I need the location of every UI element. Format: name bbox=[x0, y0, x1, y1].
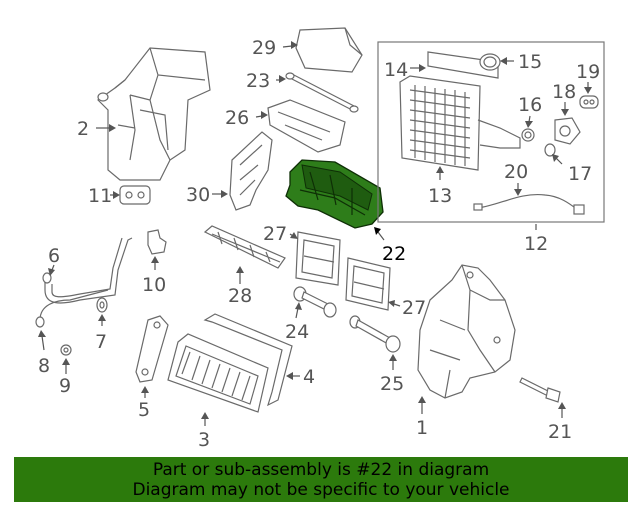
label-part-23: 23 bbox=[246, 70, 270, 92]
part-21-sensor bbox=[519, 377, 561, 403]
label-part-3: 3 bbox=[198, 429, 210, 451]
label-part-30: 30 bbox=[186, 184, 210, 206]
part-9-grommet bbox=[60, 344, 72, 356]
part-10-clip bbox=[147, 229, 167, 255]
label-part-2: 2 bbox=[77, 118, 89, 140]
label-part-1: 1 bbox=[416, 417, 428, 439]
label-part-27-upper: 27 bbox=[263, 223, 287, 245]
part-6-pipes bbox=[35, 237, 133, 328]
label-part-29: 29 bbox=[252, 37, 276, 59]
label-part-22: 22 bbox=[382, 243, 406, 265]
part-7-grommet bbox=[96, 297, 108, 313]
part-4-frame bbox=[203, 313, 293, 407]
part-24-bolt bbox=[293, 286, 337, 318]
label-part-12: 12 bbox=[524, 233, 548, 255]
part-23-rod bbox=[285, 72, 359, 113]
label-part-11: 11 bbox=[88, 185, 112, 207]
label-part-26: 26 bbox=[225, 107, 249, 129]
label-part-17: 17 bbox=[568, 163, 592, 185]
part-29-cover bbox=[295, 27, 363, 73]
label-part-8: 8 bbox=[38, 355, 50, 377]
leader-lines bbox=[38, 41, 592, 426]
part-30-panel bbox=[229, 131, 273, 211]
label-part-6: 6 bbox=[48, 245, 60, 267]
part-20-sensor bbox=[477, 193, 579, 211]
part-1-housing bbox=[417, 264, 516, 399]
part-2-housing bbox=[97, 47, 211, 181]
part-19-gasket bbox=[579, 95, 599, 109]
label-part-15: 15 bbox=[518, 51, 542, 73]
label-part-10: 10 bbox=[142, 274, 166, 296]
label-part-4: 4 bbox=[303, 366, 315, 388]
label-part-16: 16 bbox=[518, 94, 542, 116]
label-part-5: 5 bbox=[138, 399, 150, 421]
parts-diagram: 2 11 29 23 26 30 22 14 15 16 18 19 17 20… bbox=[35, 27, 605, 451]
label-part-25: 25 bbox=[380, 373, 404, 395]
part-17-oring bbox=[544, 143, 556, 157]
label-part-9: 9 bbox=[59, 375, 71, 397]
part-25-bolt bbox=[349, 315, 401, 353]
label-part-28: 28 bbox=[228, 285, 252, 307]
part-28-filter bbox=[203, 225, 286, 269]
notice-banner: Part or sub-assembly is #22 in diagram D… bbox=[14, 457, 628, 502]
label-part-24: 24 bbox=[285, 321, 309, 343]
label-part-20: 20 bbox=[504, 161, 528, 183]
part-27-door-upper bbox=[295, 231, 341, 286]
label-part-19: 19 bbox=[576, 61, 600, 83]
part-27-door-lower bbox=[345, 257, 391, 311]
label-part-27-lower: 27 bbox=[402, 297, 426, 319]
part-5-bracket bbox=[135, 315, 169, 383]
label-part-13: 13 bbox=[428, 185, 452, 207]
label-part-18: 18 bbox=[552, 81, 576, 103]
inset-evaporator-group bbox=[377, 41, 605, 223]
label-part-14: 14 bbox=[384, 59, 408, 81]
notice-line-2: Diagram may not be specific to your vehi… bbox=[132, 479, 510, 500]
label-part-7: 7 bbox=[95, 331, 107, 353]
part-11-gasket bbox=[119, 185, 151, 205]
part-26-bracket bbox=[267, 99, 346, 153]
part-14-evaporator-core bbox=[399, 51, 521, 171]
part-22-highlighted bbox=[285, 159, 384, 229]
notice-line-1: Part or sub-assembly is #22 in diagram bbox=[152, 459, 490, 480]
part-labels: 2 11 29 23 26 30 22 14 15 16 18 19 17 20… bbox=[38, 37, 600, 451]
part-3-heater-core bbox=[167, 333, 269, 413]
label-part-21: 21 bbox=[548, 421, 572, 443]
